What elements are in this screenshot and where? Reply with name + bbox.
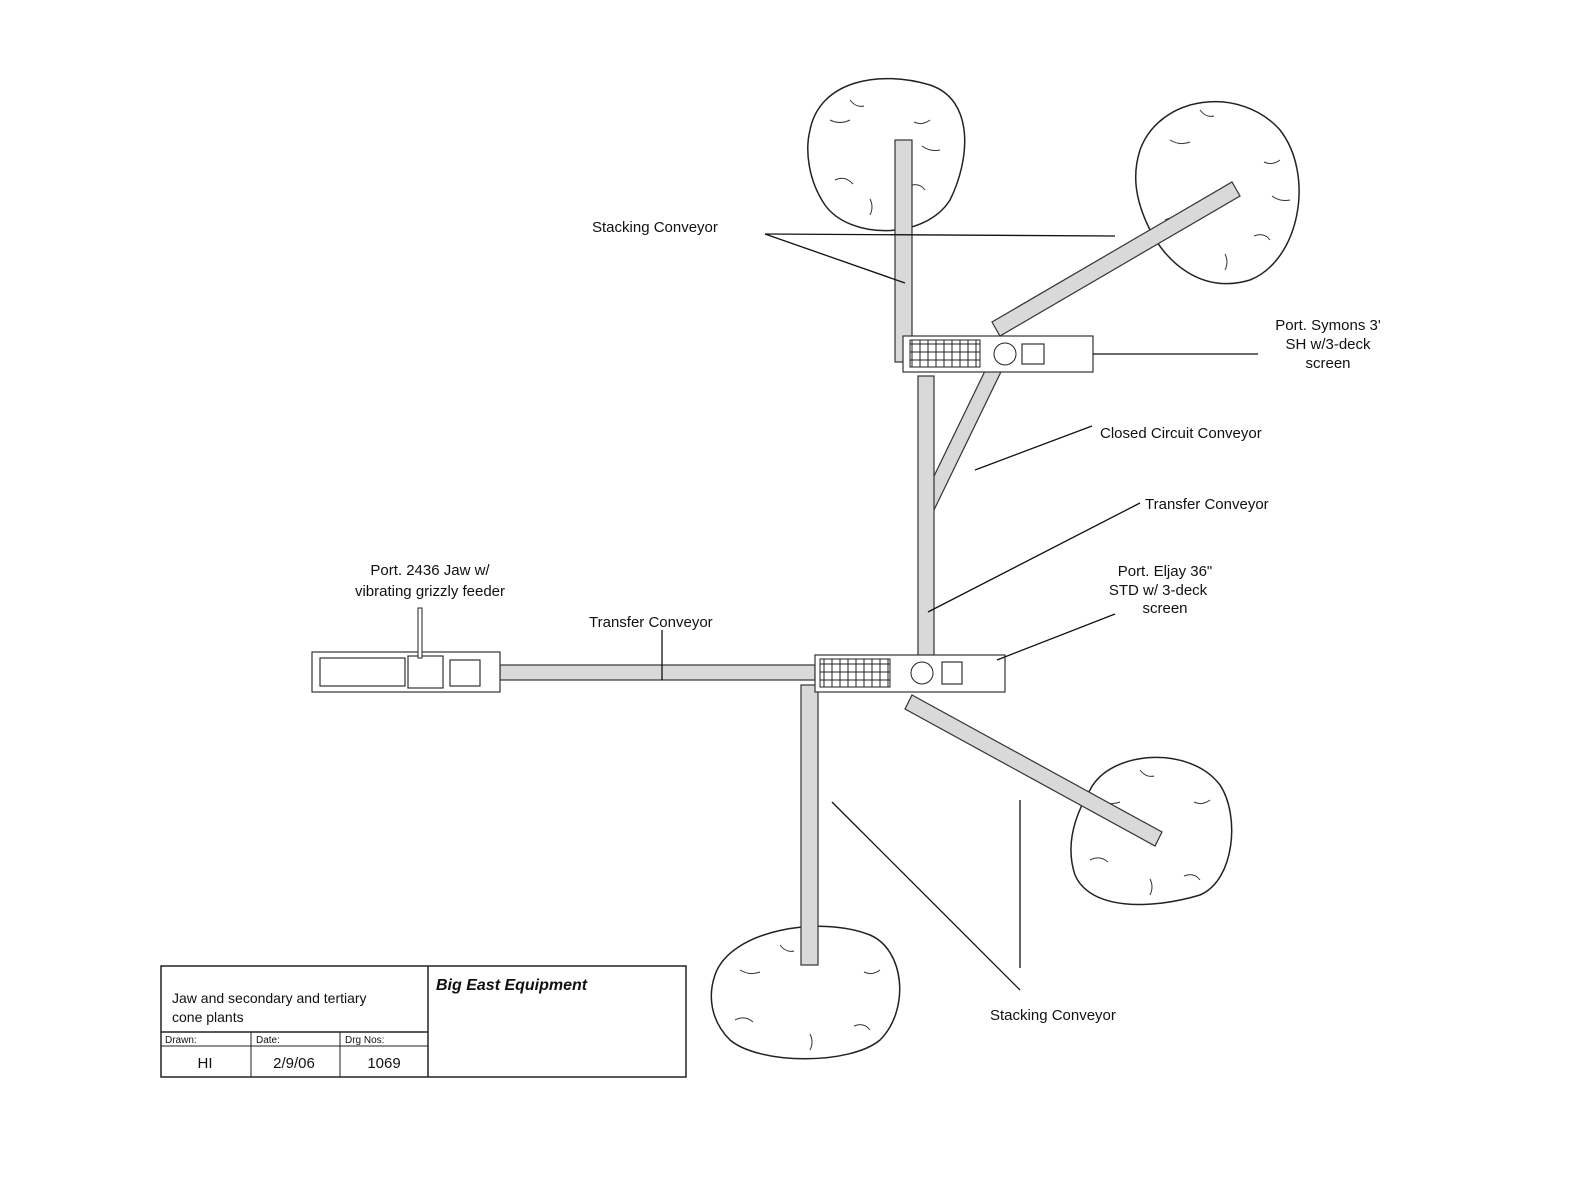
- leader-lines: [661, 233, 1258, 991]
- stacking-conveyor-bottom-right: [904, 694, 1163, 847]
- transfer-conveyor-horizontal: [499, 664, 816, 681]
- stockpile-top: [807, 77, 966, 232]
- label-jaw-1: Port. 2436 Jaw w/: [370, 562, 490, 579]
- label-eljay-3: screen: [1142, 600, 1187, 617]
- label-transfer-right: Transfer Conveyor: [1145, 496, 1269, 513]
- eljay-cone-plant: [814, 654, 1006, 693]
- stockpile-bottom: [710, 925, 901, 1060]
- label-eljay-1: Port. Eljay 36": [1118, 563, 1213, 580]
- date-label: Date:: [256, 1035, 280, 1046]
- label-jaw-2: vibrating grizzly feeder: [355, 583, 505, 600]
- label-eljay-2: STD w/ 3-deck: [1109, 582, 1208, 599]
- label-symons-3: screen: [1305, 355, 1350, 372]
- transfer-conveyor-vertical: [917, 375, 935, 659]
- stacking-conveyor-bottom: [800, 684, 819, 966]
- drawn-label: Drawn:: [165, 1035, 197, 1046]
- label-closed-circuit: Closed Circuit Conveyor: [1100, 425, 1262, 442]
- stacking-conveyor-top: [894, 139, 913, 363]
- label-symons-1: Port. Symons 3': [1275, 317, 1381, 334]
- stacking-conveyor-top-right: [991, 181, 1241, 337]
- symons-cone-plant: [902, 335, 1094, 373]
- drawing-description-1: Jaw and secondary and tertiary: [172, 990, 367, 1006]
- company-name: Big East Equipment: [436, 977, 588, 994]
- jaw-plant: [311, 607, 501, 693]
- drg-label: Drg Nos:: [345, 1035, 384, 1046]
- label-stacking-conveyor-bottom: Stacking Conveyor: [990, 1007, 1116, 1024]
- drawing-description-2: cone plants: [172, 1009, 244, 1025]
- label-symons-2: SH w/3-deck: [1285, 336, 1371, 353]
- title-block: Jaw and secondary and tertiary cone plan…: [160, 965, 687, 1078]
- date-value: 2/9/06: [273, 1055, 315, 1072]
- drawn-value: HI: [198, 1055, 213, 1072]
- drg-value: 1069: [367, 1055, 400, 1072]
- label-transfer-left: Transfer Conveyor: [589, 614, 713, 631]
- label-stacking-conveyor-top: Stacking Conveyor: [592, 219, 718, 236]
